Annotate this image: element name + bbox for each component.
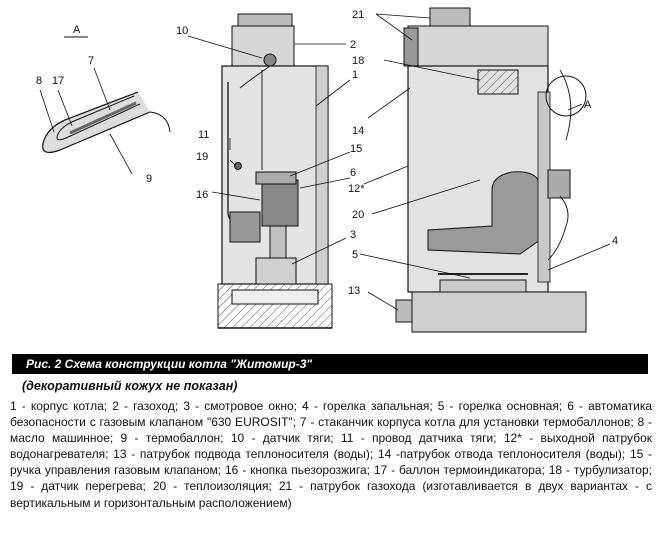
label-20: 20 bbox=[352, 209, 364, 221]
figure-subtitle: (декоративный кожух не показан) bbox=[22, 379, 238, 393]
label-10: 10 bbox=[176, 25, 188, 37]
boiler-front-view bbox=[217, 13, 333, 329]
label-2: 2 bbox=[350, 39, 356, 51]
label-a-side: А bbox=[584, 99, 592, 111]
label-12: 12* bbox=[348, 183, 365, 195]
label-3: 3 bbox=[350, 229, 356, 241]
detail-a-label: А bbox=[73, 24, 81, 36]
boiler-section-view bbox=[395, 7, 587, 333]
label-1: 1 bbox=[352, 69, 358, 81]
label-7: 7 bbox=[88, 55, 94, 67]
label-6: 6 bbox=[350, 167, 356, 179]
callout-labels: 8 17 7 9 10 2 1 11 19 16 15 6 3 21 18 14… bbox=[36, 9, 618, 297]
label-8: 8 bbox=[36, 75, 42, 87]
label-4: 4 bbox=[612, 235, 618, 247]
figure-caption: Рис. 2 Схема конструкции котла "Житомир-… bbox=[12, 354, 648, 374]
label-15: 15 bbox=[350, 143, 362, 155]
label-19: 19 bbox=[196, 151, 208, 163]
label-11: 11 bbox=[198, 129, 209, 141]
boiler-diagram: А bbox=[36, 7, 618, 333]
label-14: 14 bbox=[352, 125, 364, 137]
detail-a: А bbox=[39, 24, 171, 175]
label-5: 5 bbox=[352, 249, 358, 261]
label-18: 18 bbox=[352, 55, 364, 67]
leader-lines bbox=[187, 13, 611, 311]
label-21: 21 bbox=[352, 9, 364, 21]
label-16: 16 bbox=[196, 189, 208, 201]
label-9: 9 bbox=[146, 173, 152, 185]
label-13: 13 bbox=[348, 285, 360, 297]
label-17: 17 bbox=[52, 75, 64, 87]
figure-legend: 1 - корпус котла; 2 - газоход; 3 - смотр… bbox=[10, 399, 652, 510]
